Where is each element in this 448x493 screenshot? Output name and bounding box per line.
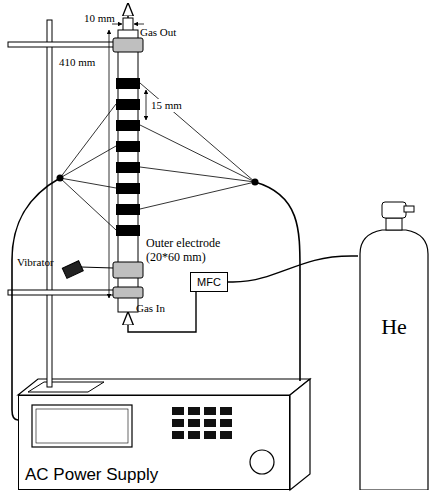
power-cable <box>12 178 60 420</box>
retort-stand <box>8 20 114 387</box>
gas-in-arrow <box>127 313 129 326</box>
part-label: Vibrator <box>17 256 54 269</box>
dimension-line <box>146 90 147 120</box>
gas-line <box>228 256 358 282</box>
gas-in-label: Gas In <box>136 302 165 315</box>
power-supply-body <box>18 379 310 490</box>
electrode-label: Outer electrode (20*60 mm) <box>146 237 246 265</box>
node-text: MFC <box>197 276 221 288</box>
electrode-wire <box>60 83 255 230</box>
dimension-label: 10 mm <box>84 12 115 25</box>
keypad <box>172 407 232 439</box>
power-supply: AC Power Supply <box>18 395 290 490</box>
gas-cylinder: He <box>358 196 430 490</box>
power-cable <box>255 182 300 381</box>
gas-out-arrow <box>127 4 129 18</box>
flow-controller-box: MFC <box>190 272 228 292</box>
gas-line <box>128 291 196 332</box>
dimension-label: 410 mm <box>58 56 96 69</box>
dimension-arrow <box>134 24 144 25</box>
reactor-tube <box>113 18 143 312</box>
vibrator-device <box>62 261 83 279</box>
dimension-line <box>109 30 110 298</box>
vibrator-link <box>81 267 113 268</box>
node-text: He <box>358 314 430 340</box>
cylinder-outline <box>358 196 430 490</box>
stand-base <box>28 382 104 392</box>
node-text: AC Power Supply <box>25 465 158 485</box>
outer-electrode <box>116 78 140 236</box>
dimension-label: 15 mm <box>150 99 183 112</box>
gas-out-label: Gas Out <box>140 26 176 39</box>
